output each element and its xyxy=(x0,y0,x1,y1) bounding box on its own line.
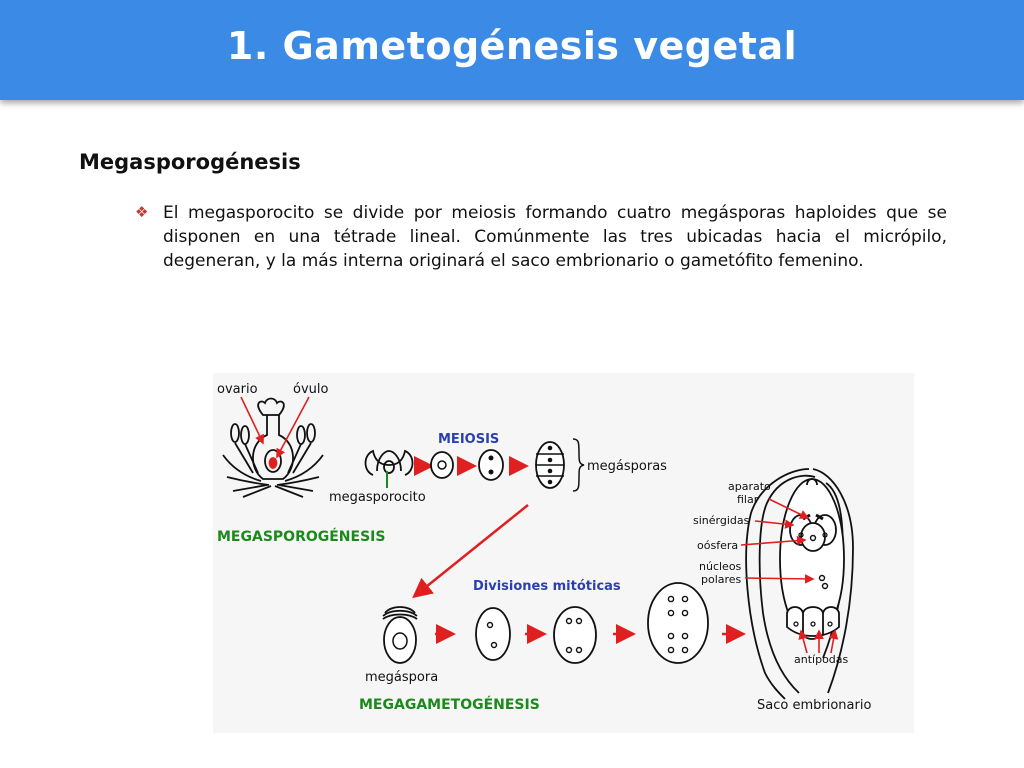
label-megasporogenesis: MEGASPOROGÉNESIS xyxy=(217,528,385,545)
label-saco: Saco embrionario xyxy=(757,698,871,713)
label-megaspora: megáspora xyxy=(365,670,438,685)
diamond-bullet-icon: ❖ xyxy=(135,203,149,221)
label-divisiones: Divisiones mitóticas xyxy=(473,579,621,594)
label-antipodas: antípodas xyxy=(794,653,849,666)
bullet-item: ❖ El megasporocito se divide por meiosis… xyxy=(135,201,947,273)
label-sinergidas: sinérgidas xyxy=(693,514,750,527)
oosfera-pointer xyxy=(740,535,807,546)
antipodas-pointer-3 xyxy=(828,629,839,654)
slide-title: 1. Gametogénesis vegetal xyxy=(226,24,798,68)
label-nucleos-2: polares xyxy=(701,573,742,586)
bullet-text: El megasporocito se divide por meiosis f… xyxy=(163,203,947,271)
sinergidas-pointer xyxy=(754,519,795,529)
megasporas-brace xyxy=(572,438,585,492)
cell-meiosis-1 xyxy=(430,451,454,479)
ovulo-pointer xyxy=(276,396,310,459)
nucleos-pointer xyxy=(744,574,815,584)
label-megasporas: megásporas xyxy=(587,459,667,474)
label-nucleos-1: núcleos xyxy=(699,560,742,573)
arrow-to-megaspora xyxy=(412,504,529,599)
aparato-pointer xyxy=(768,498,810,519)
megasporocyte-drawing xyxy=(364,449,414,476)
label-megagametogenesis: MEGAGAMETOGÉNESIS xyxy=(359,696,540,713)
tetrad-cell xyxy=(535,441,565,489)
label-megasporocito: megasporocito xyxy=(329,490,426,505)
embryo-sac-drawing xyxy=(745,468,854,700)
label-oosfera: oósfera xyxy=(697,539,738,552)
megasporogenesis-diagram: ovario óvulo megasporocito MEIOSIS megás… xyxy=(213,373,914,733)
label-ovario: ovario xyxy=(217,382,258,397)
cell-meiosis-2 xyxy=(478,449,504,481)
title-bar: 1. Gametogénesis vegetal xyxy=(0,0,1024,100)
cell-four-nuclei xyxy=(553,606,597,664)
label-aparato-2: filar xyxy=(737,493,759,506)
antipodas-pointer-1 xyxy=(798,629,808,654)
label-ovulo: óvulo xyxy=(293,382,328,397)
cell-two-nuclei xyxy=(475,607,511,661)
ovario-pointer xyxy=(240,396,264,445)
cell-eight-nuclei xyxy=(647,582,709,664)
flower-drawing xyxy=(222,397,324,498)
megaspora-cell xyxy=(382,606,418,664)
label-aparato-1: aparato xyxy=(728,480,771,493)
section-subtitle: Megasporogénesis xyxy=(79,150,301,174)
label-meiosis: MEIOSIS xyxy=(438,432,499,447)
